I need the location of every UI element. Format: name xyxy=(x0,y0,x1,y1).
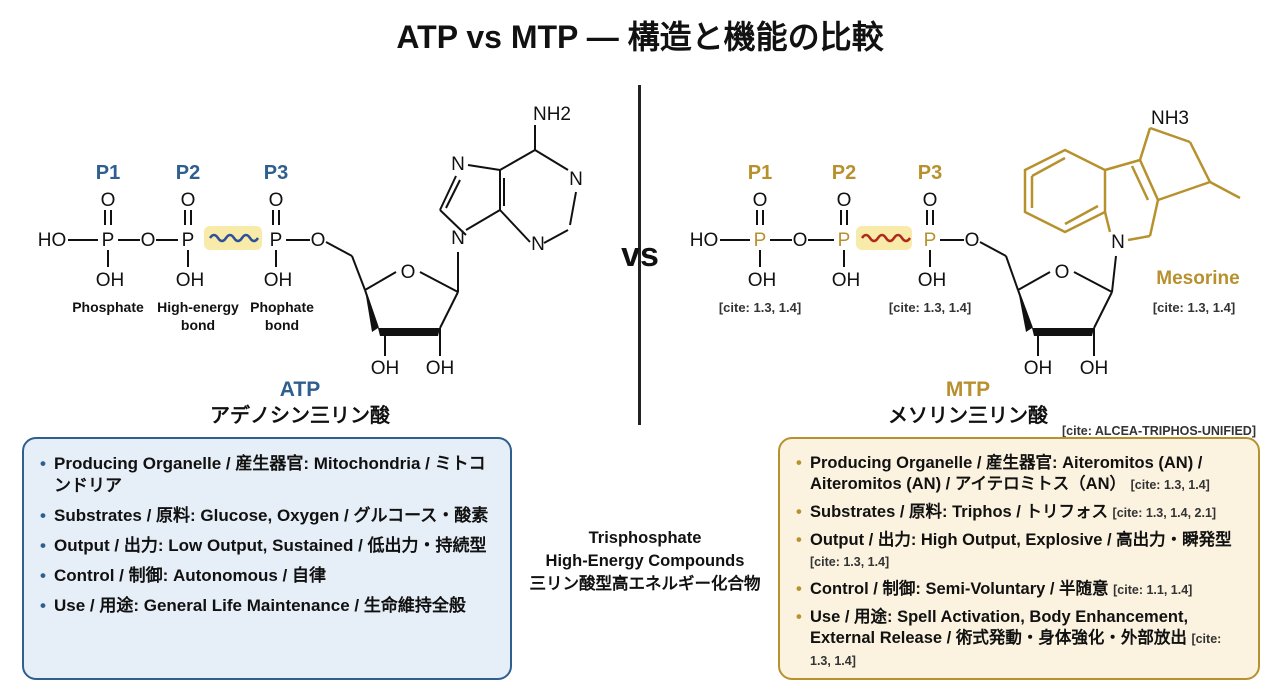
atp-name-ja: アデノシン三リン酸 xyxy=(210,403,391,427)
atp-item-control: Control / 制御: Autonomous / 自律 xyxy=(40,565,494,587)
mtp-item-use-cite: [cite: 1.3, 1.4] xyxy=(810,632,1222,668)
atp-ribose-o: O xyxy=(401,262,416,283)
mtp-item-output-cite: [cite: 1.3, 1.4] xyxy=(810,555,890,569)
atp-nh2: NH2 xyxy=(533,104,571,125)
mtp-ribose-o: O xyxy=(1055,262,1070,283)
mtp-ho: HO xyxy=(690,230,719,251)
atp-label-high-energy: High-energy xyxy=(157,299,239,315)
atp-p2-label: P2 xyxy=(176,162,200,184)
mtp-p1-oh: OH xyxy=(748,270,777,291)
mtp-high-energy-wave xyxy=(860,233,912,243)
mtp-item-organelle: Producing Organelle / 産生器官: Aiteromitos … xyxy=(796,453,1242,496)
mtp-item-organelle-cite: [cite: 1.3, 1.4] xyxy=(1130,478,1210,492)
mtp-highlight xyxy=(856,226,912,250)
mtp-p2-label: P2 xyxy=(832,162,856,184)
atp-p1-label: P1 xyxy=(96,162,120,184)
mtp-item-control-cite: [cite: 1.1, 1.4] xyxy=(1113,583,1193,597)
mtp-cite-p3: [cite: 1.3, 1.4] xyxy=(889,300,971,315)
mtp-o1: O xyxy=(793,230,808,251)
mtp-item-substrates-text: Substrates / 原料: Triphos / トリフォス xyxy=(810,503,1108,521)
atp-p3: P xyxy=(270,230,283,251)
mtp-item-output: Output / 出力: High Output, Explosive / 高出… xyxy=(796,530,1242,573)
mtp-structure: P1 P2 P3 HO P O P P O O O O OH OH OH [ci… xyxy=(690,108,1241,427)
center-caption-line-1: Trisphosphate xyxy=(588,529,702,547)
atp-n1: N xyxy=(569,169,583,190)
atp-ribose-oh-1: OH xyxy=(371,358,400,379)
mtp-info-panel: Producing Organelle / 産生器官: Aiteromitos … xyxy=(778,437,1260,680)
center-caption: Trisphosphate High-Energy Compounds 三リン酸… xyxy=(514,527,776,596)
mtp-p1-o-top: O xyxy=(753,190,768,211)
mtp-name: MTP xyxy=(946,378,990,401)
atp-info-panel: Producing Organelle / 産生器官: Mitochondria… xyxy=(22,437,512,680)
atp-ho: HO xyxy=(38,230,67,251)
vs-label: vs xyxy=(621,236,659,274)
mtp-ribose-oh-2: OH xyxy=(1080,358,1109,379)
atp-label-high-energy-2: bond xyxy=(181,317,215,333)
mtp-cite-p1: [cite: 1.3, 1.4] xyxy=(719,300,801,315)
mtp-name-ja: メソリン三リン酸 xyxy=(888,403,1049,427)
mtp-p1-label: P1 xyxy=(748,162,772,184)
mtp-ribose-oh-1: OH xyxy=(1024,358,1053,379)
mtp-item-output-text: Output / 出力: High Output, Explosive / 高出… xyxy=(810,531,1232,549)
atp-item-use: Use / 用途: General Life Maintenance / 生命維… xyxy=(40,595,494,617)
atp-name: ATP xyxy=(280,378,320,401)
mtp-p3-o-top: O xyxy=(923,190,938,211)
mtp-base-name: Mesorine xyxy=(1156,268,1239,289)
atp-item-organelle: Producing Organelle / 産生器官: Mitochondria… xyxy=(40,453,494,497)
atp-p3-o-top: O xyxy=(269,190,284,211)
atp-label-phosphate: Phosphate xyxy=(72,299,144,315)
atp-p1-oh: OH xyxy=(96,270,125,291)
atp-p2-o-top: O xyxy=(181,190,196,211)
mtp-n: N xyxy=(1111,232,1125,253)
atp-n3: N xyxy=(531,234,545,255)
mtp-p3-oh: OH xyxy=(918,270,947,291)
atp-p1-o-top: O xyxy=(101,190,116,211)
atp-p1: P xyxy=(102,230,115,251)
mtp-o3: O xyxy=(965,230,980,251)
page-title: ATP vs MTP — 構造と機能の比較 xyxy=(396,19,884,55)
mtp-item-use-text: Use / 用途: Spell Activation, Body Enhance… xyxy=(810,608,1189,647)
mtp-item-control-text: Control / 制御: Semi-Voluntary / 半随意 xyxy=(810,580,1109,598)
atp-p2: P xyxy=(182,230,195,251)
atp-label-phophate: Phophate xyxy=(250,299,314,315)
center-divider xyxy=(638,85,641,425)
atp-n7: N xyxy=(451,154,465,175)
atp-p2-oh: OH xyxy=(176,270,205,291)
mtp-p3: P xyxy=(924,230,937,251)
atp-o1: O xyxy=(141,230,156,251)
atp-item-substrates: Substrates / 原料: Glucose, Oxygen / グルコース… xyxy=(40,505,494,527)
mtp-item-substrates: Substrates / 原料: Triphos / トリフォス [cite: … xyxy=(796,502,1242,524)
atp-structure: P1 P2 P3 HO P O P P O O O O OH OH OH Pho… xyxy=(38,104,583,427)
mtp-item-organelle-text: Producing Organelle / 産生器官: Aiteromitos … xyxy=(810,454,1203,493)
atp-item-output: Output / 出力: Low Output, Sustained / 低出力… xyxy=(40,535,494,557)
atp-p3-label: P3 xyxy=(264,162,288,184)
mtp-p2-o-top: O xyxy=(837,190,852,211)
mtp-p1: P xyxy=(754,230,767,251)
atp-ribose-oh-2: OH xyxy=(426,358,455,379)
atp-n9: N xyxy=(451,228,465,249)
center-caption-line-2: High-Energy Compounds xyxy=(545,552,745,570)
source-cite: [cite: ALCEA-TRIPHOS-UNIFIED] xyxy=(1062,424,1256,438)
mtp-nh3: NH3 xyxy=(1151,108,1189,129)
atp-p3-oh: OH xyxy=(264,270,293,291)
mtp-cite-base: [cite: 1.3, 1.4] xyxy=(1153,300,1235,315)
mtp-p2-oh: OH xyxy=(832,270,861,291)
atp-label-phophate-2: bond xyxy=(265,317,299,333)
mtp-item-control: Control / 制御: Semi-Voluntary / 半随意 [cite… xyxy=(796,579,1242,601)
mtp-item-use: Use / 用途: Spell Activation, Body Enhance… xyxy=(796,607,1242,672)
mtp-p2: P xyxy=(838,230,851,251)
mtp-item-substrates-cite: [cite: 1.3, 1.4, 2.1] xyxy=(1112,506,1217,520)
center-caption-line-3: 三リン酸型高エネルギー化合物 xyxy=(529,575,761,593)
atp-o3: O xyxy=(311,230,326,251)
atp-high-energy-wave xyxy=(208,233,260,243)
mtp-p3-label: P3 xyxy=(918,162,942,184)
